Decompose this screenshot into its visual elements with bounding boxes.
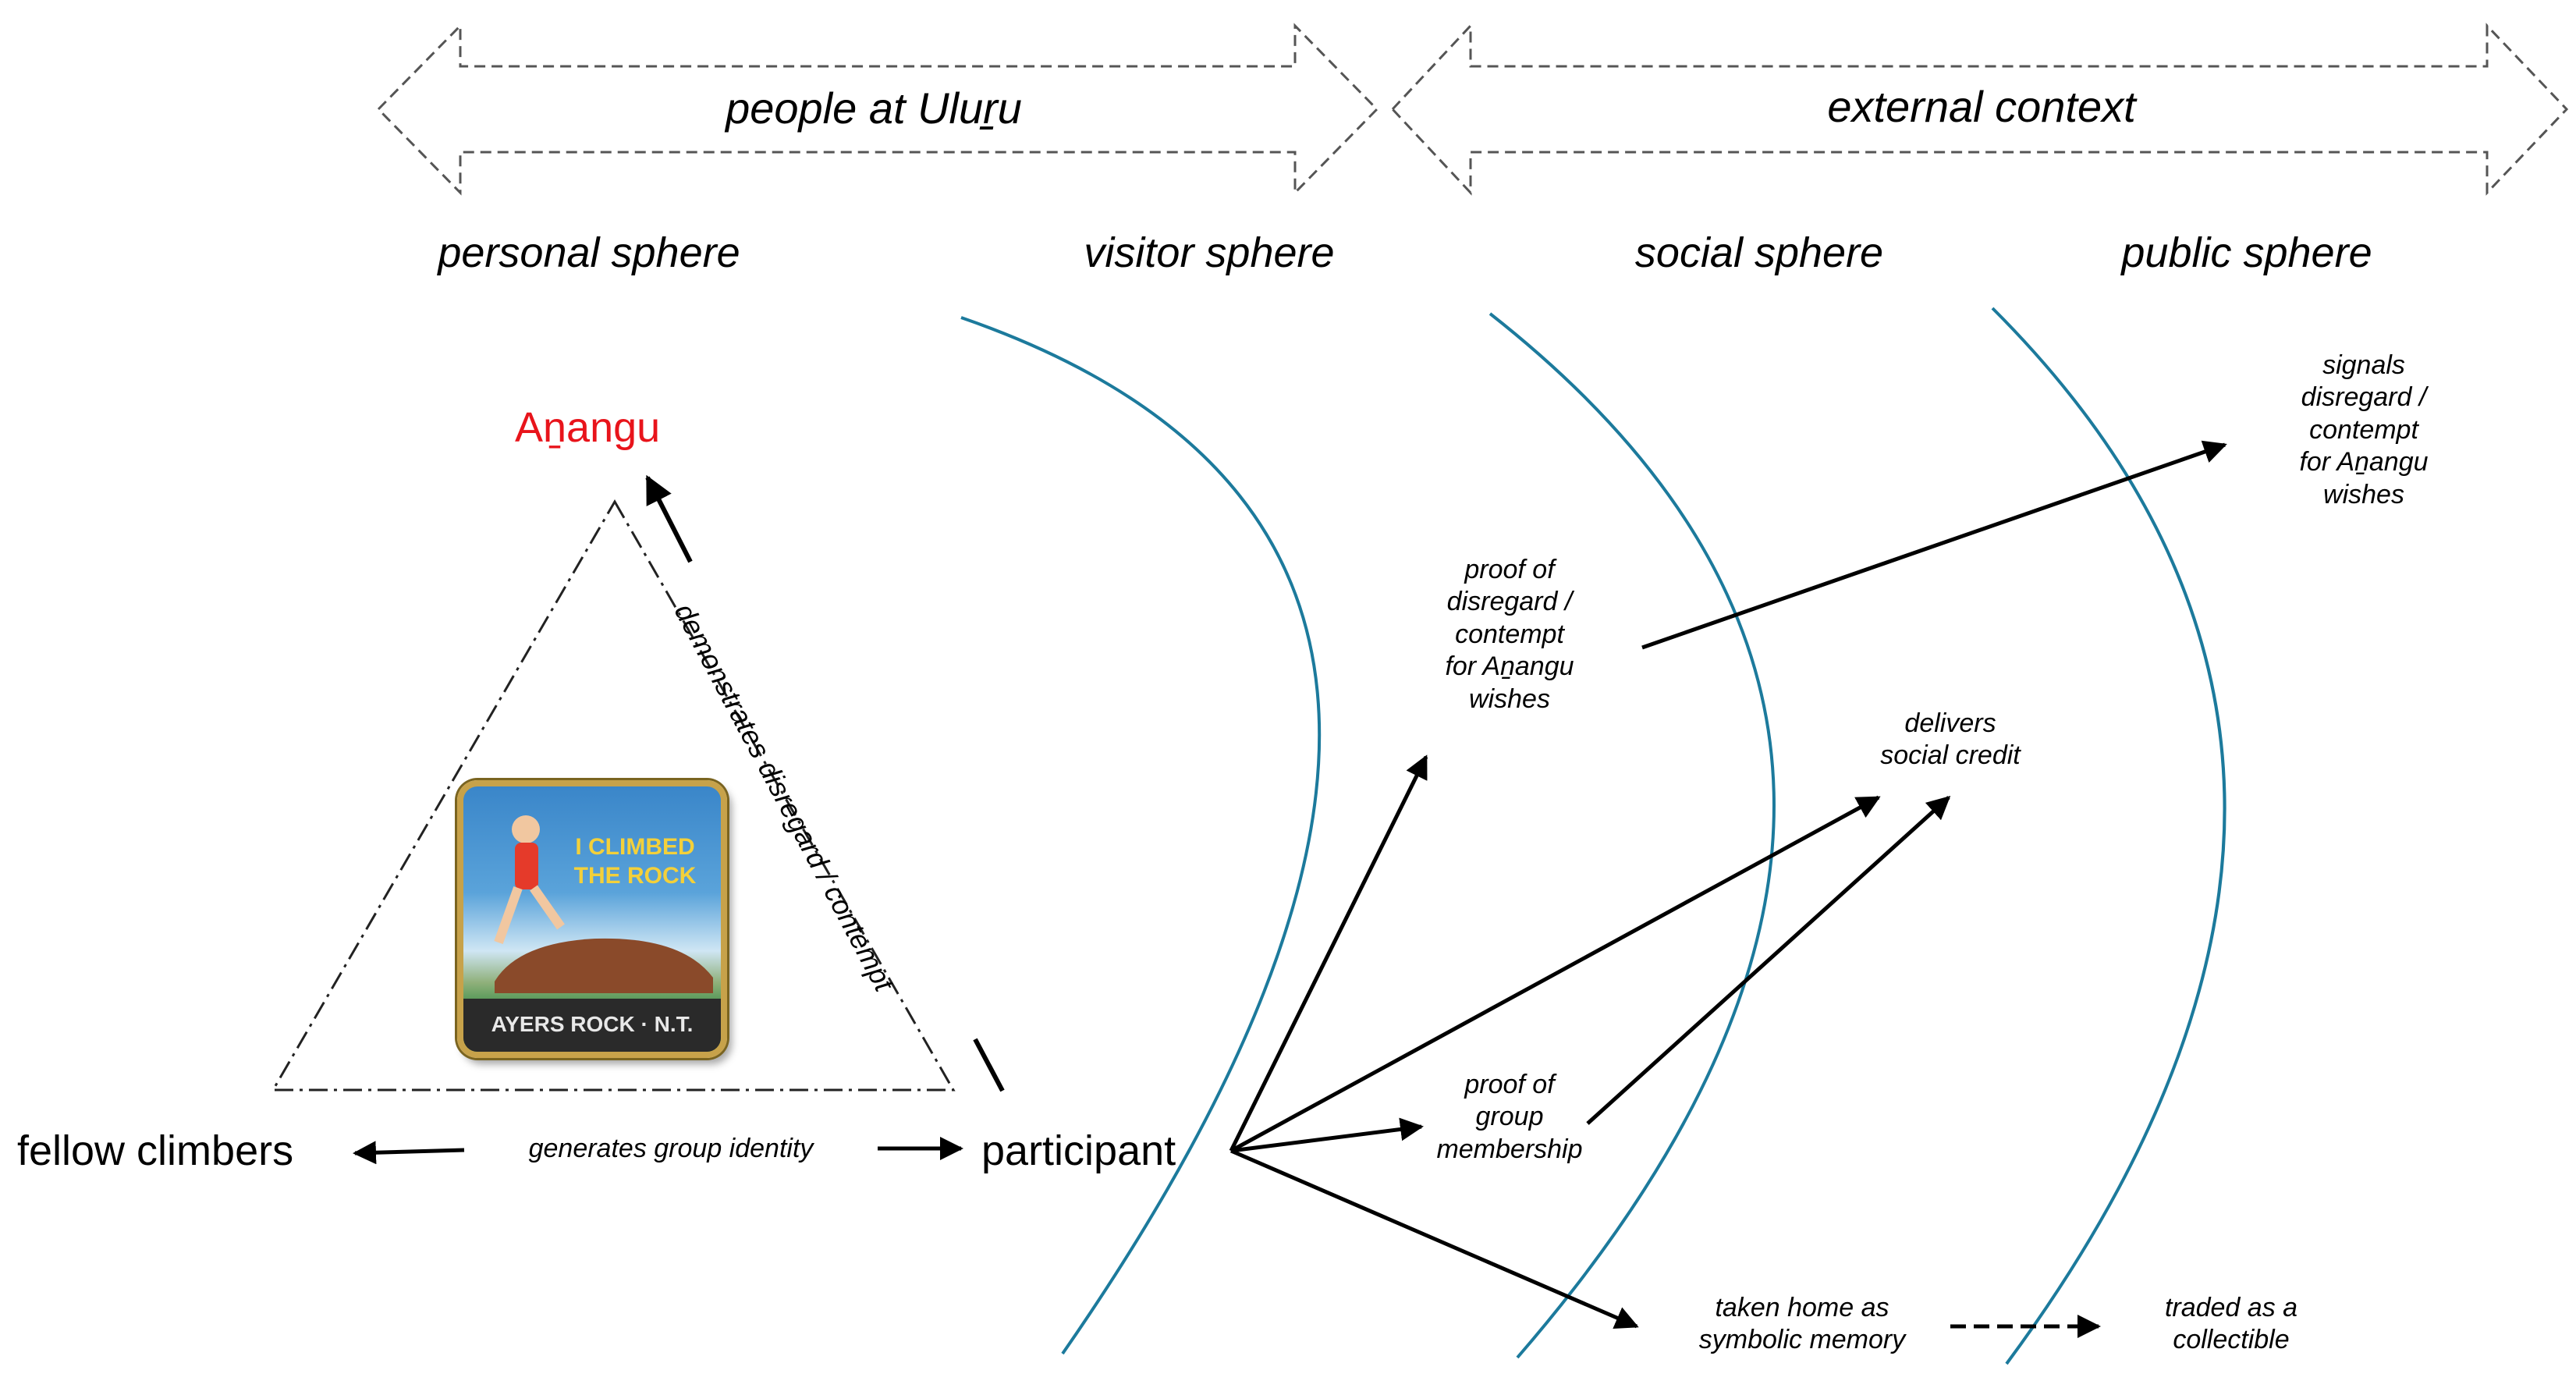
sphere-visitor: visitor sphere: [1084, 229, 1335, 276]
visitor-sphere-boundary: [960, 316, 1322, 1355]
arrow-stub-participant: [973, 1038, 1005, 1092]
banner-external-context: external context: [1827, 82, 2136, 131]
sphere-personal: personal sphere: [438, 229, 740, 276]
banner-arrow-people: [376, 23, 1379, 196]
note-taken-home: taken home as symbolic memory: [1698, 1293, 1906, 1355]
pin-climber-legs: [494, 885, 565, 945]
note-proof-disregard: proof of disregard / contempt for Aṉangu…: [1445, 555, 1574, 714]
pin-rock: [495, 938, 713, 993]
pin-bottom-text: AYERS ROCK · N.T.: [491, 1012, 694, 1036]
social-sphere-boundary: [1488, 312, 1776, 1359]
pin-top-text: I CLIMBED THE ROCK: [573, 834, 697, 889]
sphere-social: social sphere: [1634, 229, 1884, 276]
pin-artwork: [463, 815, 721, 1052]
node-anangu: Aṉangu: [515, 404, 661, 451]
label-generates-group-identity: generates group identity: [528, 1134, 814, 1163]
pin-bottom-band: [463, 999, 721, 1052]
banner-people-at-uluru: people at Uluṟu: [726, 83, 1022, 133]
sphere-public: public sphere: [2121, 229, 2372, 276]
arrow-to-fellow-climbers: [353, 1141, 465, 1165]
banner-arrow-external: [1390, 23, 2569, 196]
arrow-delivers-credit-2: [1586, 795, 1951, 1125]
climbed-the-rock-pin: I CLIMBED THE ROCK AYERS ROCK · N.T.: [457, 780, 727, 1058]
note-delivers-credit: delivers social credit: [1880, 708, 2021, 771]
arrow-delivers-credit-1: [1229, 795, 1881, 1153]
pin-climber-head: [512, 815, 540, 843]
node-participant: participant: [981, 1127, 1176, 1174]
arrow-to-anangu: [645, 474, 693, 563]
note-traded: traded as a collectible: [2164, 1293, 2298, 1355]
public-sphere-boundary: [1991, 307, 2227, 1365]
personal-triangle: [271, 499, 956, 1092]
pin-climber-body: [515, 843, 538, 889]
arrow-proof-membership: [1230, 1117, 1424, 1153]
arrow-signals-disregard: [1641, 440, 2227, 650]
arrow-taken-home: [1230, 1148, 1639, 1329]
note-signals-disregard: signals disregard / contempt for Aṉangu …: [2299, 350, 2429, 509]
arrow-proof-disregard: [1229, 754, 1428, 1152]
note-proof-membership: proof of group membership: [1436, 1070, 1583, 1164]
node-fellow-climbers: fellow climbers: [17, 1127, 294, 1174]
